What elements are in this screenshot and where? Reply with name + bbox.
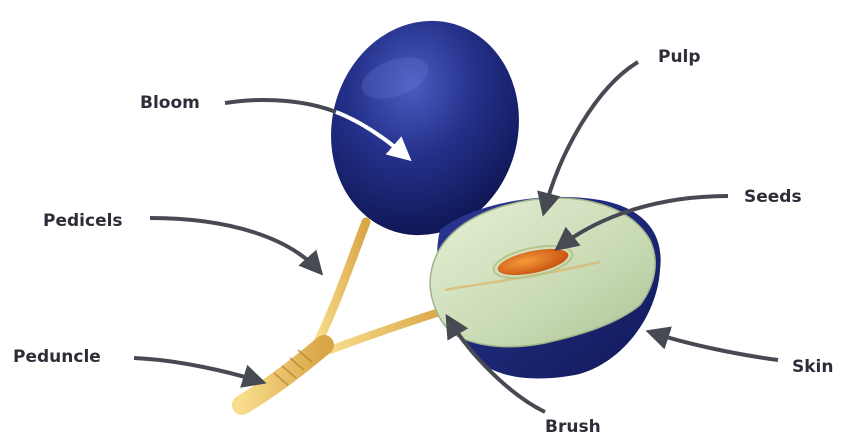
bloom-arrow-outer xyxy=(225,100,336,112)
label-seeds: Seeds xyxy=(744,187,802,207)
cut-grape xyxy=(430,197,661,379)
skin-arrow xyxy=(650,332,778,360)
label-skin: Skin xyxy=(792,357,833,377)
label-bloom: Bloom xyxy=(140,93,200,113)
pedicel-left xyxy=(318,222,366,342)
label-brush: Brush xyxy=(545,417,601,437)
peduncle-stem xyxy=(242,345,324,405)
stem-group xyxy=(242,222,446,405)
peduncle-arrow xyxy=(134,358,262,382)
label-peduncle: Peduncle xyxy=(13,347,101,367)
pedicel-right xyxy=(330,310,446,350)
pulp-arrow xyxy=(544,62,638,212)
label-pulp: Pulp xyxy=(658,47,701,67)
label-pedicels: Pedicels xyxy=(43,211,123,231)
pedicels-arrow xyxy=(150,218,320,272)
